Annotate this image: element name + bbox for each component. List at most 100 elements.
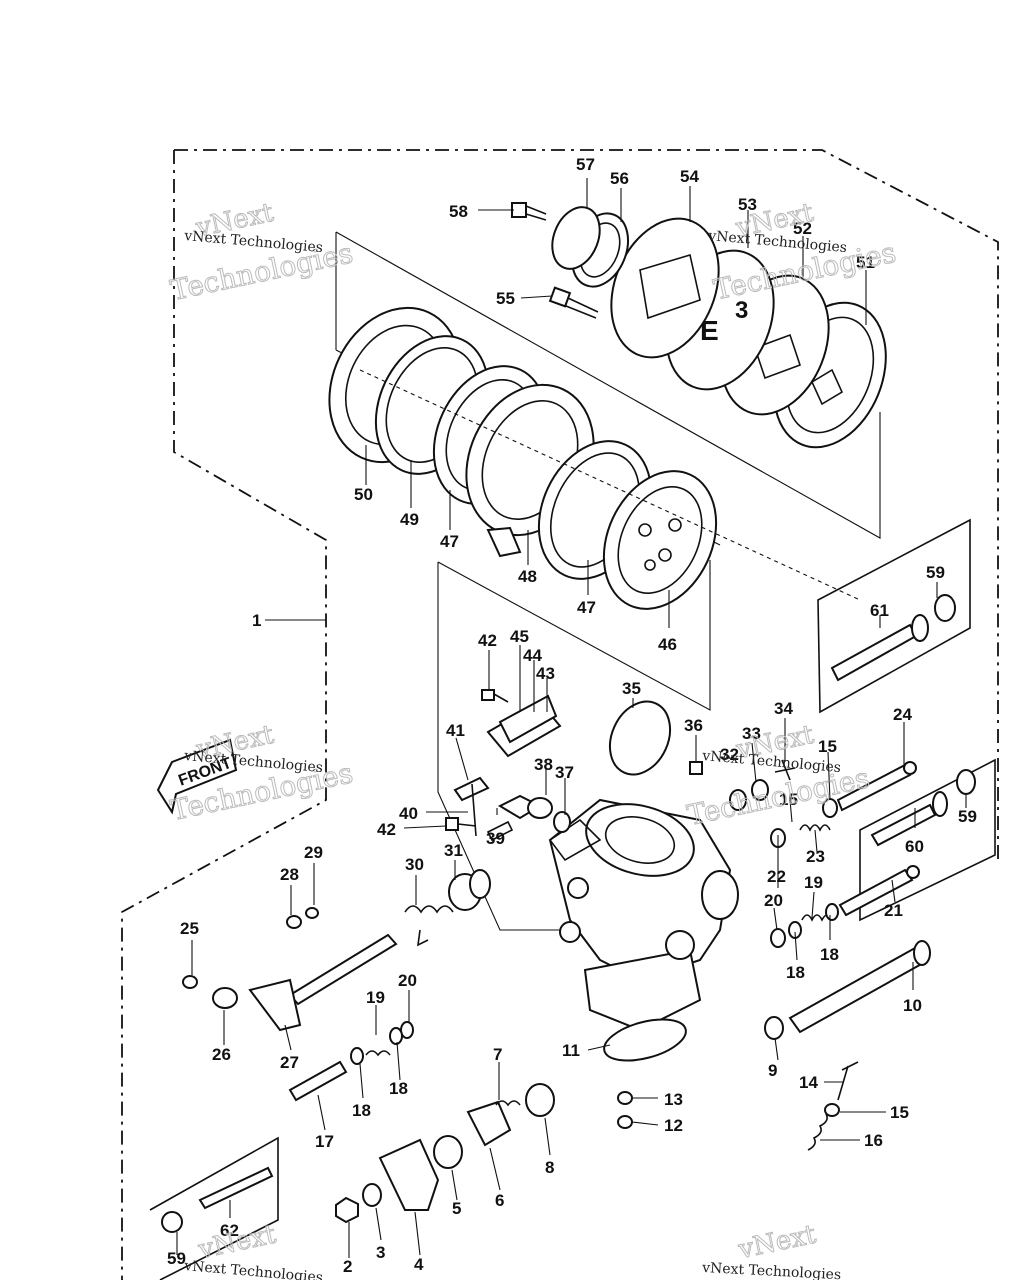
label-18-right-b: 18	[820, 945, 839, 964]
label-59-mid: 59	[958, 807, 977, 826]
axis-line-stack	[359, 369, 861, 601]
label-36: 36	[684, 716, 703, 735]
nut-2	[335, 1196, 359, 1224]
label-52: 52	[793, 219, 812, 238]
label-47-top: 47	[440, 532, 459, 551]
label-45: 45	[510, 627, 529, 646]
label-14: 14	[799, 1073, 818, 1092]
spring-16	[807, 1113, 828, 1151]
washer-9	[764, 1016, 784, 1040]
watermark-6-small: vNext Technologies	[701, 1260, 842, 1280]
label-38: 38	[534, 755, 553, 774]
label-16: 16	[864, 1131, 883, 1150]
needle-box-mid	[859, 758, 996, 922]
washer-3	[362, 1183, 382, 1207]
label-48: 48	[518, 567, 537, 586]
washer-15-bottom	[824, 1103, 840, 1117]
spring-19-left	[365, 1050, 391, 1057]
label-59-top: 59	[926, 563, 945, 582]
oring-37	[553, 811, 571, 833]
watermark-4: vNext Technologies	[684, 719, 873, 832]
label-51: 51	[856, 253, 875, 272]
label-42-bottom: 42	[377, 820, 396, 839]
label-59-bottom: 59	[167, 1249, 186, 1268]
label-60: 60	[905, 837, 924, 856]
svg-text:E: E	[700, 315, 719, 346]
label-24: 24	[893, 705, 912, 724]
label-5: 5	[452, 1199, 461, 1218]
label-17: 17	[315, 1132, 334, 1151]
needle-62	[198, 1166, 274, 1210]
label-22: 22	[767, 867, 786, 886]
screw-34	[774, 759, 796, 781]
screw-14	[837, 1061, 859, 1101]
label-21: 21	[884, 901, 903, 920]
watermark-5-small: vNext Technologies	[183, 1258, 324, 1280]
label-32: 32	[720, 745, 739, 764]
label-43: 43	[536, 664, 555, 683]
label-18-left-b: 18	[352, 1101, 371, 1120]
label-57: 57	[576, 155, 595, 174]
svg-text:3: 3	[735, 297, 748, 324]
label-4: 4	[414, 1255, 424, 1274]
washer-28	[286, 915, 302, 929]
label-34: 34	[774, 699, 793, 718]
watermark-1-small: vNext Technologies	[183, 228, 324, 256]
valve-plate-43-45	[486, 694, 562, 758]
label-53: 53	[738, 195, 757, 214]
label-7: 7	[493, 1045, 502, 1064]
label-61: 61	[870, 601, 889, 620]
cap-57	[551, 206, 601, 270]
screw-55	[548, 286, 599, 319]
label-39: 39	[486, 829, 505, 848]
needle-box-top	[817, 518, 971, 714]
label-1: 1	[252, 611, 261, 630]
shaft-27	[248, 933, 398, 1032]
label-9: 9	[768, 1061, 777, 1080]
label-29: 29	[304, 843, 323, 862]
spring-30	[404, 905, 454, 947]
label-20-right: 20	[764, 891, 783, 910]
label-41: 41	[446, 721, 465, 740]
label-2: 2	[343, 1257, 352, 1276]
shaft-10	[788, 940, 931, 1034]
label-23: 23	[806, 847, 825, 866]
label-40: 40	[399, 804, 418, 823]
diaphragm-46	[602, 470, 718, 610]
label-11: 11	[562, 1041, 580, 1060]
svg-text:vNext: vNext	[195, 1220, 279, 1266]
lever-41	[453, 776, 490, 837]
svg-text:vNext: vNext	[735, 1220, 819, 1266]
screw-21	[838, 865, 920, 917]
label-19-right: 19	[804, 873, 823, 892]
label-15-right: 15	[818, 737, 837, 756]
label-47-bottom: 47	[577, 598, 596, 617]
label-19-left: 19	[366, 988, 385, 1007]
label-6: 6	[495, 1191, 504, 1210]
label-33: 33	[742, 724, 761, 743]
screw-12	[617, 1115, 633, 1129]
washer-20-right	[770, 928, 786, 948]
lever-6-7	[466, 1100, 521, 1147]
washer-18-left-a	[350, 1047, 364, 1065]
diaphragm-35	[608, 700, 672, 776]
label-18-left-a: 18	[389, 1079, 408, 1098]
pump-group-box	[437, 560, 711, 931]
washer-18-right-b	[825, 903, 839, 921]
needle-box-bottom	[149, 1136, 279, 1280]
label-27: 27	[280, 1053, 299, 1072]
label-8: 8	[545, 1158, 554, 1177]
label-13: 13	[664, 1090, 683, 1109]
label-49: 49	[400, 510, 419, 529]
watermark-5: vNext	[195, 1219, 280, 1266]
screw-25	[182, 975, 198, 989]
label-55: 55	[496, 289, 515, 308]
label-37: 37	[555, 763, 574, 782]
screw-42-bottom	[445, 817, 477, 831]
label-42-top: 42	[478, 631, 497, 650]
label-50: 50	[354, 485, 373, 504]
washer-32	[729, 789, 747, 811]
label-10: 10	[903, 996, 922, 1015]
cam-4	[378, 1138, 440, 1211]
